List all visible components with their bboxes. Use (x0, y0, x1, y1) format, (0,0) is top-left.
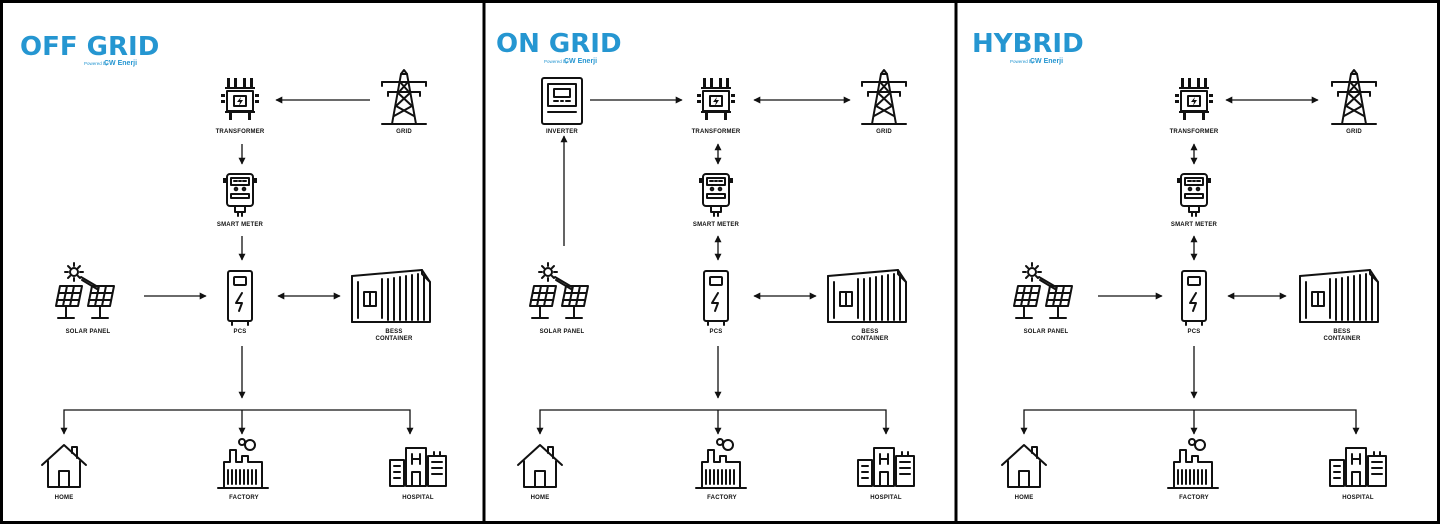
label-bess: BESS (1333, 329, 1350, 335)
label-grid: GRID (1346, 129, 1362, 135)
label-smart-meter: SMART METER (1171, 222, 1218, 228)
transformer-icon (696, 77, 736, 121)
smart-meter-icon (1176, 173, 1212, 217)
panel-off-grid: OFF GRID Powered by CW Enerji TRANSFORME… (20, 32, 447, 501)
label-bess: BESS (861, 329, 878, 335)
distribution-bus (536, 409, 890, 435)
distribution-bus (1020, 409, 1360, 435)
brand-name: CW Enerji (1030, 58, 1063, 65)
panel-title: OFF GRID (20, 32, 159, 62)
label-factory: FACTORY (1179, 495, 1209, 501)
pcs-icon (703, 270, 729, 326)
home-icon (1001, 444, 1047, 488)
smart-meter-icon (698, 173, 734, 217)
label-factory: FACTORY (229, 495, 259, 501)
label-home: HOME (1015, 495, 1034, 501)
label-container: CONTAINER (1323, 336, 1360, 342)
powered-by-text: Powered by (84, 61, 109, 66)
solar-panel-icon (1013, 262, 1073, 319)
home-icon (517, 444, 563, 488)
label-hospital: HOSPITAL (870, 495, 902, 501)
transformer-icon (220, 77, 260, 121)
label-pcs: PCS (1188, 329, 1201, 335)
hospital-icon (389, 447, 447, 487)
label-pcs: PCS (234, 329, 247, 335)
label-hospital: HOSPITAL (402, 495, 434, 501)
label-pcs: PCS (710, 329, 723, 335)
label-solar-panel: SOLAR PANEL (66, 329, 111, 335)
panel-title: ON GRID (496, 29, 622, 59)
factory-icon (1167, 438, 1219, 489)
smart-meter-icon (222, 173, 258, 217)
label-transformer: TRANSFORMER (692, 129, 741, 135)
grid-tower-icon (1331, 69, 1377, 125)
factory-icon (695, 438, 747, 489)
label-container: CONTAINER (375, 336, 412, 342)
label-smart-meter: SMART METER (217, 222, 264, 228)
hospital-icon (857, 447, 915, 487)
powered-by-text: Powered by (1010, 59, 1035, 64)
transformer-icon (1174, 77, 1214, 121)
pcs-icon (227, 270, 253, 326)
inverter-icon (541, 77, 583, 125)
brand-name: CW Enerji (104, 60, 137, 67)
label-solar-panel: SOLAR PANEL (1024, 329, 1069, 335)
label-grid: GRID (876, 129, 892, 135)
label-solar-panel: SOLAR PANEL (540, 329, 585, 335)
label-hospital: HOSPITAL (1342, 495, 1374, 501)
distribution-bus (60, 409, 414, 435)
label-container: CONTAINER (851, 336, 888, 342)
label-home: HOME (55, 495, 74, 501)
bess-container-icon (1299, 269, 1379, 323)
label-transformer: TRANSFORMER (216, 129, 265, 135)
label-grid: GRID (396, 129, 412, 135)
grid-tower-icon (861, 69, 907, 125)
brand-name: CW Enerji (564, 58, 597, 65)
bess-container-icon (351, 269, 431, 323)
powered-by-text: Powered by (544, 59, 569, 64)
panel-hybrid: HYBRID Powered by CW Enerji TRANSFORMER … (972, 29, 1387, 501)
bess-container-icon (827, 269, 907, 323)
label-transformer: TRANSFORMER (1170, 129, 1219, 135)
panel-on-grid: ON GRID Powered by CW Enerji INVERTER TR… (496, 29, 915, 501)
home-icon (41, 444, 87, 488)
label-home: HOME (531, 495, 550, 501)
hospital-icon (1329, 447, 1387, 487)
solar-panel-icon (55, 262, 115, 319)
pcs-icon (1181, 270, 1207, 326)
factory-icon (217, 438, 269, 489)
panel-title: HYBRID (972, 29, 1084, 59)
label-inverter: INVERTER (546, 129, 578, 135)
label-factory: FACTORY (707, 495, 737, 501)
label-smart-meter: SMART METER (693, 222, 740, 228)
grid-tower-icon (381, 69, 427, 125)
label-bess: BESS (385, 329, 402, 335)
solar-panel-icon (529, 262, 589, 319)
